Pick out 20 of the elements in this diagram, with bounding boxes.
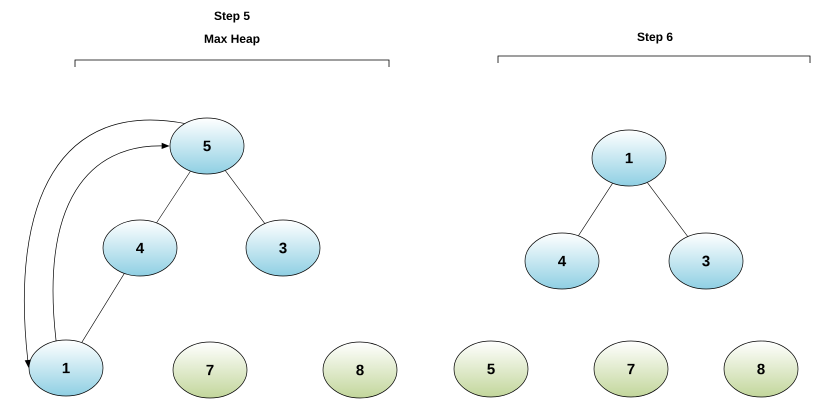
tree-edge (578, 183, 613, 236)
heading: Max Heap (204, 34, 260, 46)
heap-node: 3 (668, 232, 744, 290)
heap-node: 1 (592, 130, 666, 186)
heap-node: 8 (724, 340, 798, 398)
heading: Step 6 (637, 32, 673, 44)
heap-node: 5 (170, 118, 244, 174)
tree-edge (156, 171, 191, 223)
heap-node: 5 (454, 340, 528, 398)
heap-node: 8 (322, 342, 398, 398)
heap-node: 4 (102, 220, 178, 276)
heap-node: 7 (172, 342, 248, 398)
tree-edge (647, 182, 688, 237)
heading: Step 5 (214, 12, 250, 22)
tree-edge (225, 170, 265, 224)
heap-node: 4 (524, 232, 600, 290)
heap-node: 7 (594, 340, 668, 398)
tree-edge (82, 273, 124, 343)
heap-node: 3 (246, 220, 320, 276)
heap-node: 1 (28, 340, 104, 396)
